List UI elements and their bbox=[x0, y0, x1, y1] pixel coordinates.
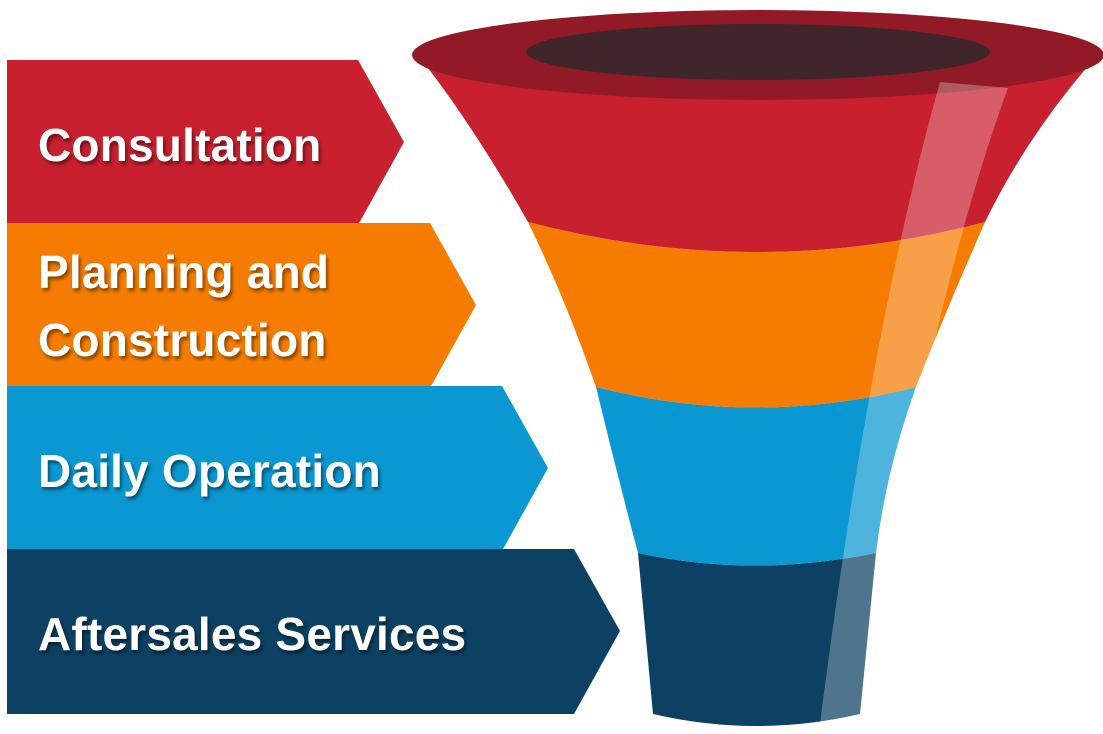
funnel-section-navy bbox=[638, 553, 876, 726]
stage-arrow-aftersales bbox=[7, 549, 620, 714]
stage-arrow-shape bbox=[7, 386, 548, 551]
funnel-section-orange bbox=[528, 222, 985, 408]
stage-label-daily-operation: Daily Operation bbox=[38, 445, 381, 497]
stage-arrow-consultation bbox=[7, 60, 404, 225]
funnel-rim-inner bbox=[526, 24, 990, 80]
stage-arrow-shape bbox=[7, 223, 476, 388]
stage-arrow-shape bbox=[7, 549, 620, 714]
stage-label-planning: Planning and Construction bbox=[38, 246, 330, 366]
funnel-highlight bbox=[820, 82, 1008, 724]
funnel-section-red bbox=[414, 50, 1102, 252]
stage-arrow-planning bbox=[7, 223, 476, 388]
funnel-section-blue bbox=[596, 387, 916, 566]
stage-arrow-shape bbox=[7, 60, 404, 225]
stage-arrow-daily-operation bbox=[7, 386, 548, 551]
stage-label-aftersales: Aftersales Services bbox=[38, 608, 467, 660]
stage-label-consultation: Consultation bbox=[38, 119, 322, 171]
